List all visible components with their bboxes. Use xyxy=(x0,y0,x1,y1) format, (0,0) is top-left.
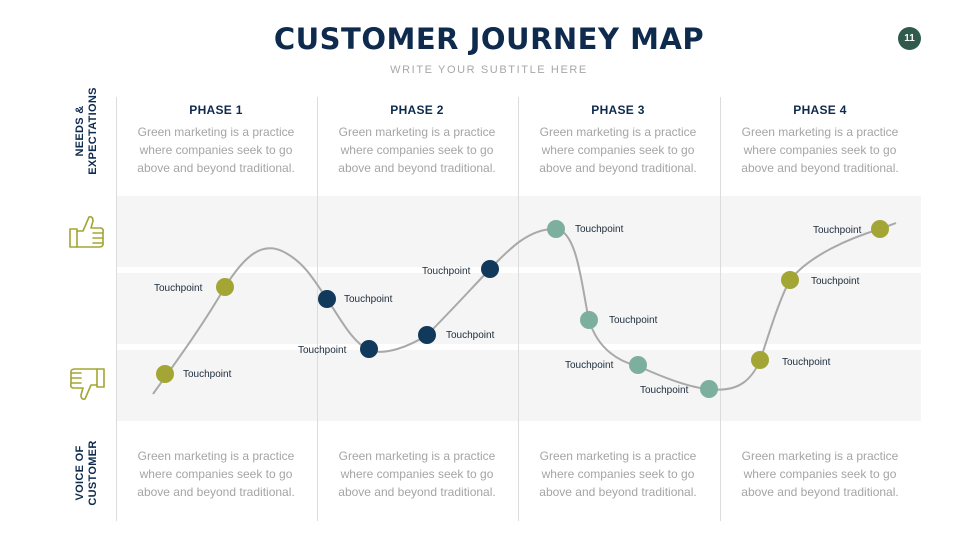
column-divider xyxy=(720,97,721,521)
touchpoint-dot[interactable] xyxy=(318,290,336,308)
touchpoint-dot[interactable] xyxy=(547,220,565,238)
touchpoint-dot[interactable] xyxy=(700,380,718,398)
touchpoint-dot[interactable] xyxy=(216,278,234,296)
touchpoint-dot[interactable] xyxy=(481,260,499,278)
touchpoint-label: Touchpoint xyxy=(640,385,689,396)
phase-2-title: PHASE 2 xyxy=(390,103,444,117)
touchpoint-dot[interactable] xyxy=(156,365,174,383)
page-title: CUSTOMER JOURNEY MAP xyxy=(273,22,705,56)
curve-path xyxy=(152,222,897,395)
touchpoint-label: Touchpoint xyxy=(565,360,614,371)
touchpoint-dot[interactable] xyxy=(781,271,799,289)
thumbs-down-icon xyxy=(68,366,106,409)
phase-4-title: PHASE 4 xyxy=(793,103,847,117)
touchpoint-label: Touchpoint xyxy=(575,224,624,235)
touchpoint-dot[interactable] xyxy=(751,351,769,369)
touchpoint-label: Touchpoint xyxy=(811,276,860,287)
touchpoint-dot[interactable] xyxy=(871,220,889,238)
touchpoint-label: Touchpoint xyxy=(344,294,393,305)
column-divider xyxy=(518,97,519,521)
touchpoint-dot[interactable] xyxy=(360,340,378,358)
touchpoint-label: Touchpoint xyxy=(154,283,203,294)
touchpoint-label: Touchpoint xyxy=(813,225,862,236)
touchpoint-dot[interactable] xyxy=(418,326,436,344)
page-number-badge: 11 xyxy=(898,27,921,50)
touchpoint-label: Touchpoint xyxy=(446,330,495,341)
touchpoint-dot[interactable] xyxy=(580,311,598,329)
column-divider xyxy=(116,97,117,521)
touchpoint-label: Touchpoint xyxy=(782,357,831,368)
page-subtitle: WRITE YOUR SUBTITLE HERE xyxy=(390,64,588,76)
phase-3-title: PHASE 3 xyxy=(591,103,645,117)
touchpoint-dot[interactable] xyxy=(629,356,647,374)
touchpoint-label: Touchpoint xyxy=(183,369,232,380)
phase-1-title: PHASE 1 xyxy=(189,103,243,117)
touchpoint-label: Touchpoint xyxy=(609,315,658,326)
column-divider xyxy=(317,97,318,521)
touchpoint-label: Touchpoint xyxy=(422,266,471,277)
thumbs-up-icon xyxy=(68,212,106,255)
touchpoint-label: Touchpoint xyxy=(298,345,347,356)
